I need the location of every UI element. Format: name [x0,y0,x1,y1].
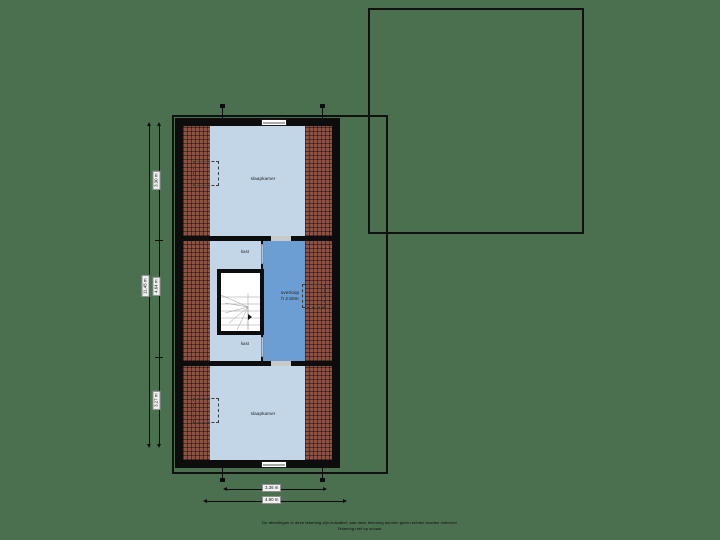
dim-arrow-490-left [203,498,207,503]
dim-arrow-total-bottom [146,444,151,448]
window-bottom [261,461,287,468]
landing-label: overloop [280,290,300,295]
builtin-closet-bottom [193,398,219,423]
door-opening-landing-bottom [271,361,291,366]
wall-bottom-divider [175,361,340,366]
wall-top-divider [175,236,340,241]
builtin-closet-top [193,161,219,186]
dim-arrow-total-top [146,122,151,126]
window-top [261,119,287,126]
floor-plan-body: slaapkamer [175,118,340,468]
dim-arrow-327-bottom [156,444,161,448]
builtin-closet-landing [302,284,325,308]
bedroom-top-label: slaapkamer [250,176,276,181]
landing-height-label: h 2.50m [281,296,299,301]
dim-label-464: 4.64 m [152,276,161,296]
dim-tick-2 [155,357,163,358]
roof-slope-bottom-left [183,366,210,460]
dim-tick-1 [155,240,163,241]
roof-slope-mid-left [183,241,210,361]
closet-door-lower[interactable] [261,337,264,357]
disclaimer-line-1: De afmetingen in deze tekening zijn indi… [262,520,458,525]
roof-slope-top-right [305,126,332,236]
dim-arrow-330-top [156,122,161,126]
stair-treads-icon [221,293,260,331]
roof-slope-mid-right [305,241,332,361]
door-opening-landing-top [271,236,291,241]
dim-label-330: 3.30 m [152,170,161,190]
closet-door-upper[interactable] [261,244,264,264]
dim-label-327: 3.27 m [152,390,161,410]
staircase-well [221,273,260,331]
bedroom-bottom-label: slaapkamer [250,411,276,416]
building-outline [172,115,388,474]
dim-label-336: 3.36 m [262,484,282,493]
dim-label-490: 4.90 m [262,496,282,505]
dim-arrow-490-right [343,498,347,503]
roof-slope-bottom-right [305,366,332,460]
dim-label-total-depth: 11.45 m [141,275,150,297]
disclaimer: De afmetingen in deze tekening zijn indi… [0,520,720,532]
closet-upper-label: kast [240,249,250,254]
plot-outline [368,8,584,234]
dim-arrow-336-left [223,486,227,491]
roof-slope-top-left [183,126,210,236]
disclaimer-line-2: Tekening niet op schaal. [337,526,383,531]
dim-arrow-336-right [323,486,327,491]
closet-lower-label: kast [240,341,250,346]
